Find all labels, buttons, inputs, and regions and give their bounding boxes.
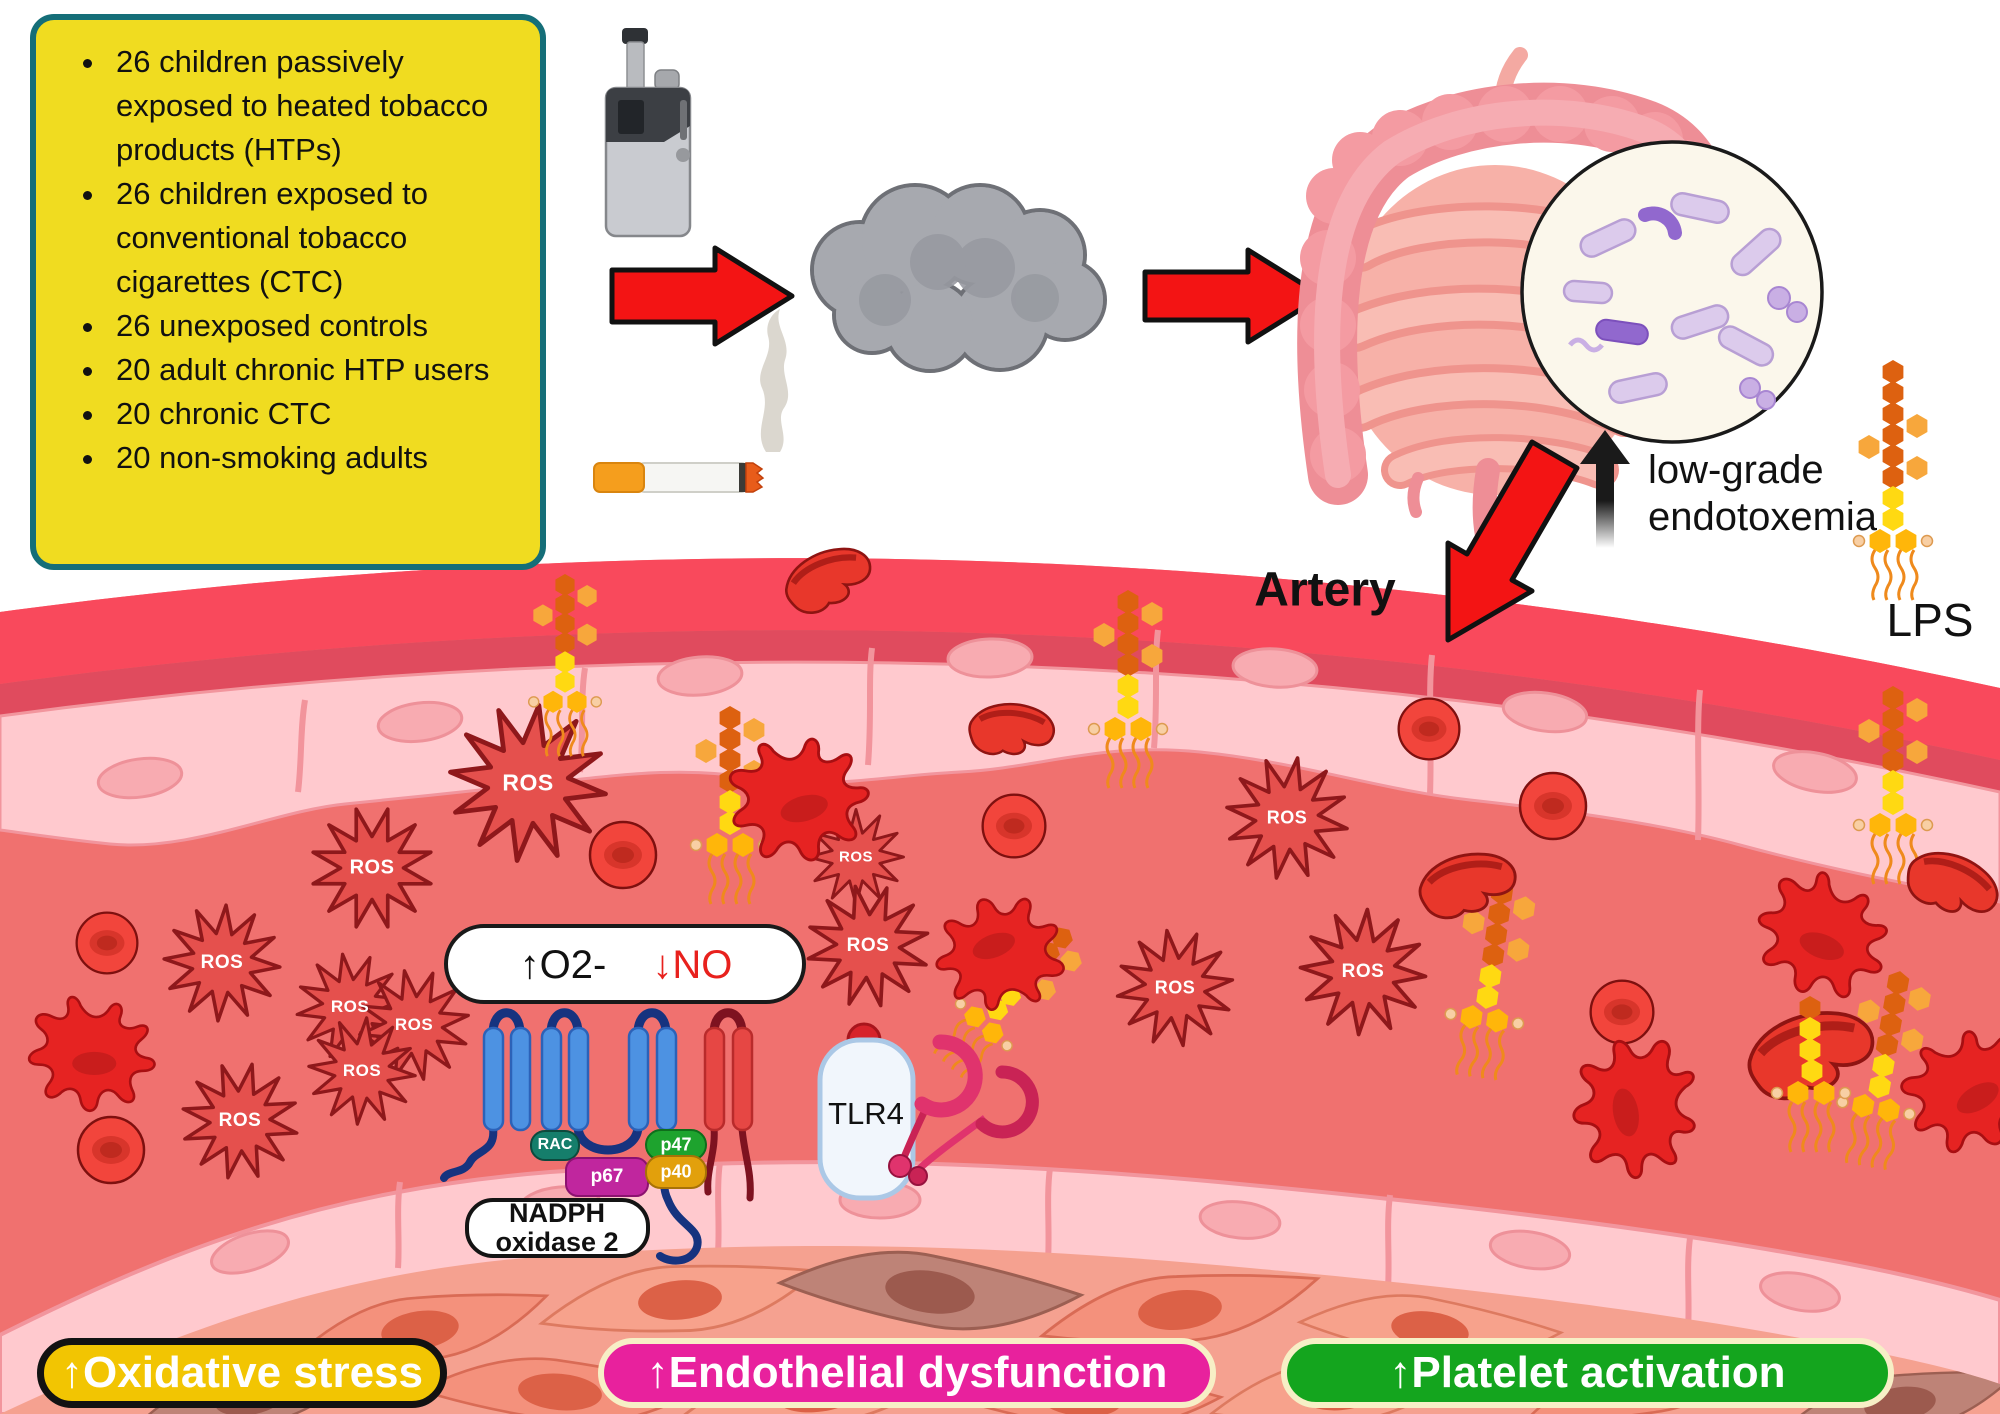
- endothelial-nucleus: [96, 637, 1858, 800]
- list-item: 26 children exposed to conventional toba…: [108, 172, 522, 304]
- arrow-down-left-icon: [1445, 439, 1580, 643]
- nadph-oxidase-label: NADPH oxidase 2: [495, 1198, 619, 1257]
- platelet-activation-badge: ↑Platelet activation: [1281, 1338, 1894, 1408]
- list-item: 20 adult chronic HTP users: [108, 348, 522, 392]
- ros-label: ROS: [1266, 807, 1308, 828]
- md2-adapter-icon: [888, 1034, 1039, 1186]
- list-item: 20 chronic CTC: [108, 392, 522, 436]
- vape-device-icon: [604, 28, 692, 238]
- ros-label: ROS: [394, 1015, 434, 1034]
- p40-subunit: [645, 1155, 707, 1189]
- nadph-oxidase-complex: [440, 1008, 754, 1265]
- ros-label: ROS: [846, 935, 890, 956]
- cigarette-smoke-icon: [760, 309, 789, 452]
- endotoxemia-up-arrow-icon: [1580, 430, 1630, 548]
- list-item: 26 unexposed controls: [108, 304, 522, 348]
- ros-label: ROS: [502, 769, 554, 796]
- ros-label: ROS: [330, 997, 370, 1016]
- ros-label: ROS: [349, 856, 395, 879]
- study-population-box: 26 children passively exposed to heated …: [30, 14, 546, 570]
- red-blood-cell-icon: [588, 820, 658, 890]
- ros-label: ROS: [200, 952, 244, 973]
- endotoxemia-label: low-grade endotoxemia: [1648, 448, 1878, 539]
- p40-subunit-label: p40: [660, 1161, 692, 1182]
- transmembrane-helix-icon: [482, 1026, 678, 1132]
- arrow-right-icon: [609, 245, 795, 347]
- ros-label: ROS: [1341, 961, 1385, 982]
- red-blood-cell-icon: [981, 793, 1047, 859]
- red-blood-cell-icon: [76, 1115, 146, 1185]
- gut-bacteria-magnifier: [1520, 140, 1824, 444]
- superoxide-up-label: ↑O2-: [519, 942, 607, 987]
- artery-label: Artery: [1254, 563, 1396, 617]
- ros-label: ROS: [1154, 977, 1196, 998]
- nitric-oxide-down-label: ↓NO: [652, 942, 733, 987]
- lps-label: LPS: [1886, 594, 1974, 646]
- red-blood-cell-icon: [75, 911, 139, 975]
- tlr4-body: [817, 1037, 916, 1201]
- study-population-list: 26 children passively exposed to heated …: [66, 40, 522, 480]
- o2-no-box: [444, 924, 806, 1004]
- oxidative-stress-badge: ↑Oxidative stress: [37, 1338, 447, 1408]
- ros-label: ROS: [218, 1110, 262, 1131]
- red-blood-cell-icon: [1589, 979, 1655, 1045]
- rac-subunit-label: RAC: [537, 1136, 573, 1153]
- tlr4-label: TLR4: [828, 1096, 904, 1131]
- ros-label: ROS: [342, 1061, 382, 1080]
- artery-illustration: [0, 541, 2000, 1414]
- cigarette-icon: [593, 309, 789, 493]
- list-item: 26 children passively exposed to heated …: [108, 40, 522, 172]
- smoke-cloud-icon: [810, 183, 1107, 373]
- red-blood-cell-icon: [1397, 697, 1461, 761]
- arrow-right-icon: [1142, 247, 1325, 345]
- ros-label: ROS: [838, 848, 874, 866]
- o2-no-label: ↑O2- ↓NO: [448, 928, 804, 1002]
- red-blood-cell-icon: [1518, 771, 1588, 841]
- bacteria-icon: [1562, 192, 1808, 410]
- p67-subunit-label: p67: [590, 1166, 624, 1187]
- p47-subunit-label: p47: [660, 1134, 692, 1155]
- nadph-label-box: [465, 1198, 650, 1258]
- endothelial-dysfunction-badge: ↑Endothelial dysfunction: [598, 1338, 1216, 1408]
- tlr4-receptor: [817, 1022, 1039, 1201]
- transmembrane-helix-icon: [703, 1026, 754, 1132]
- list-item: 20 non-smoking adults: [108, 436, 522, 480]
- rac-subunit: [530, 1130, 580, 1161]
